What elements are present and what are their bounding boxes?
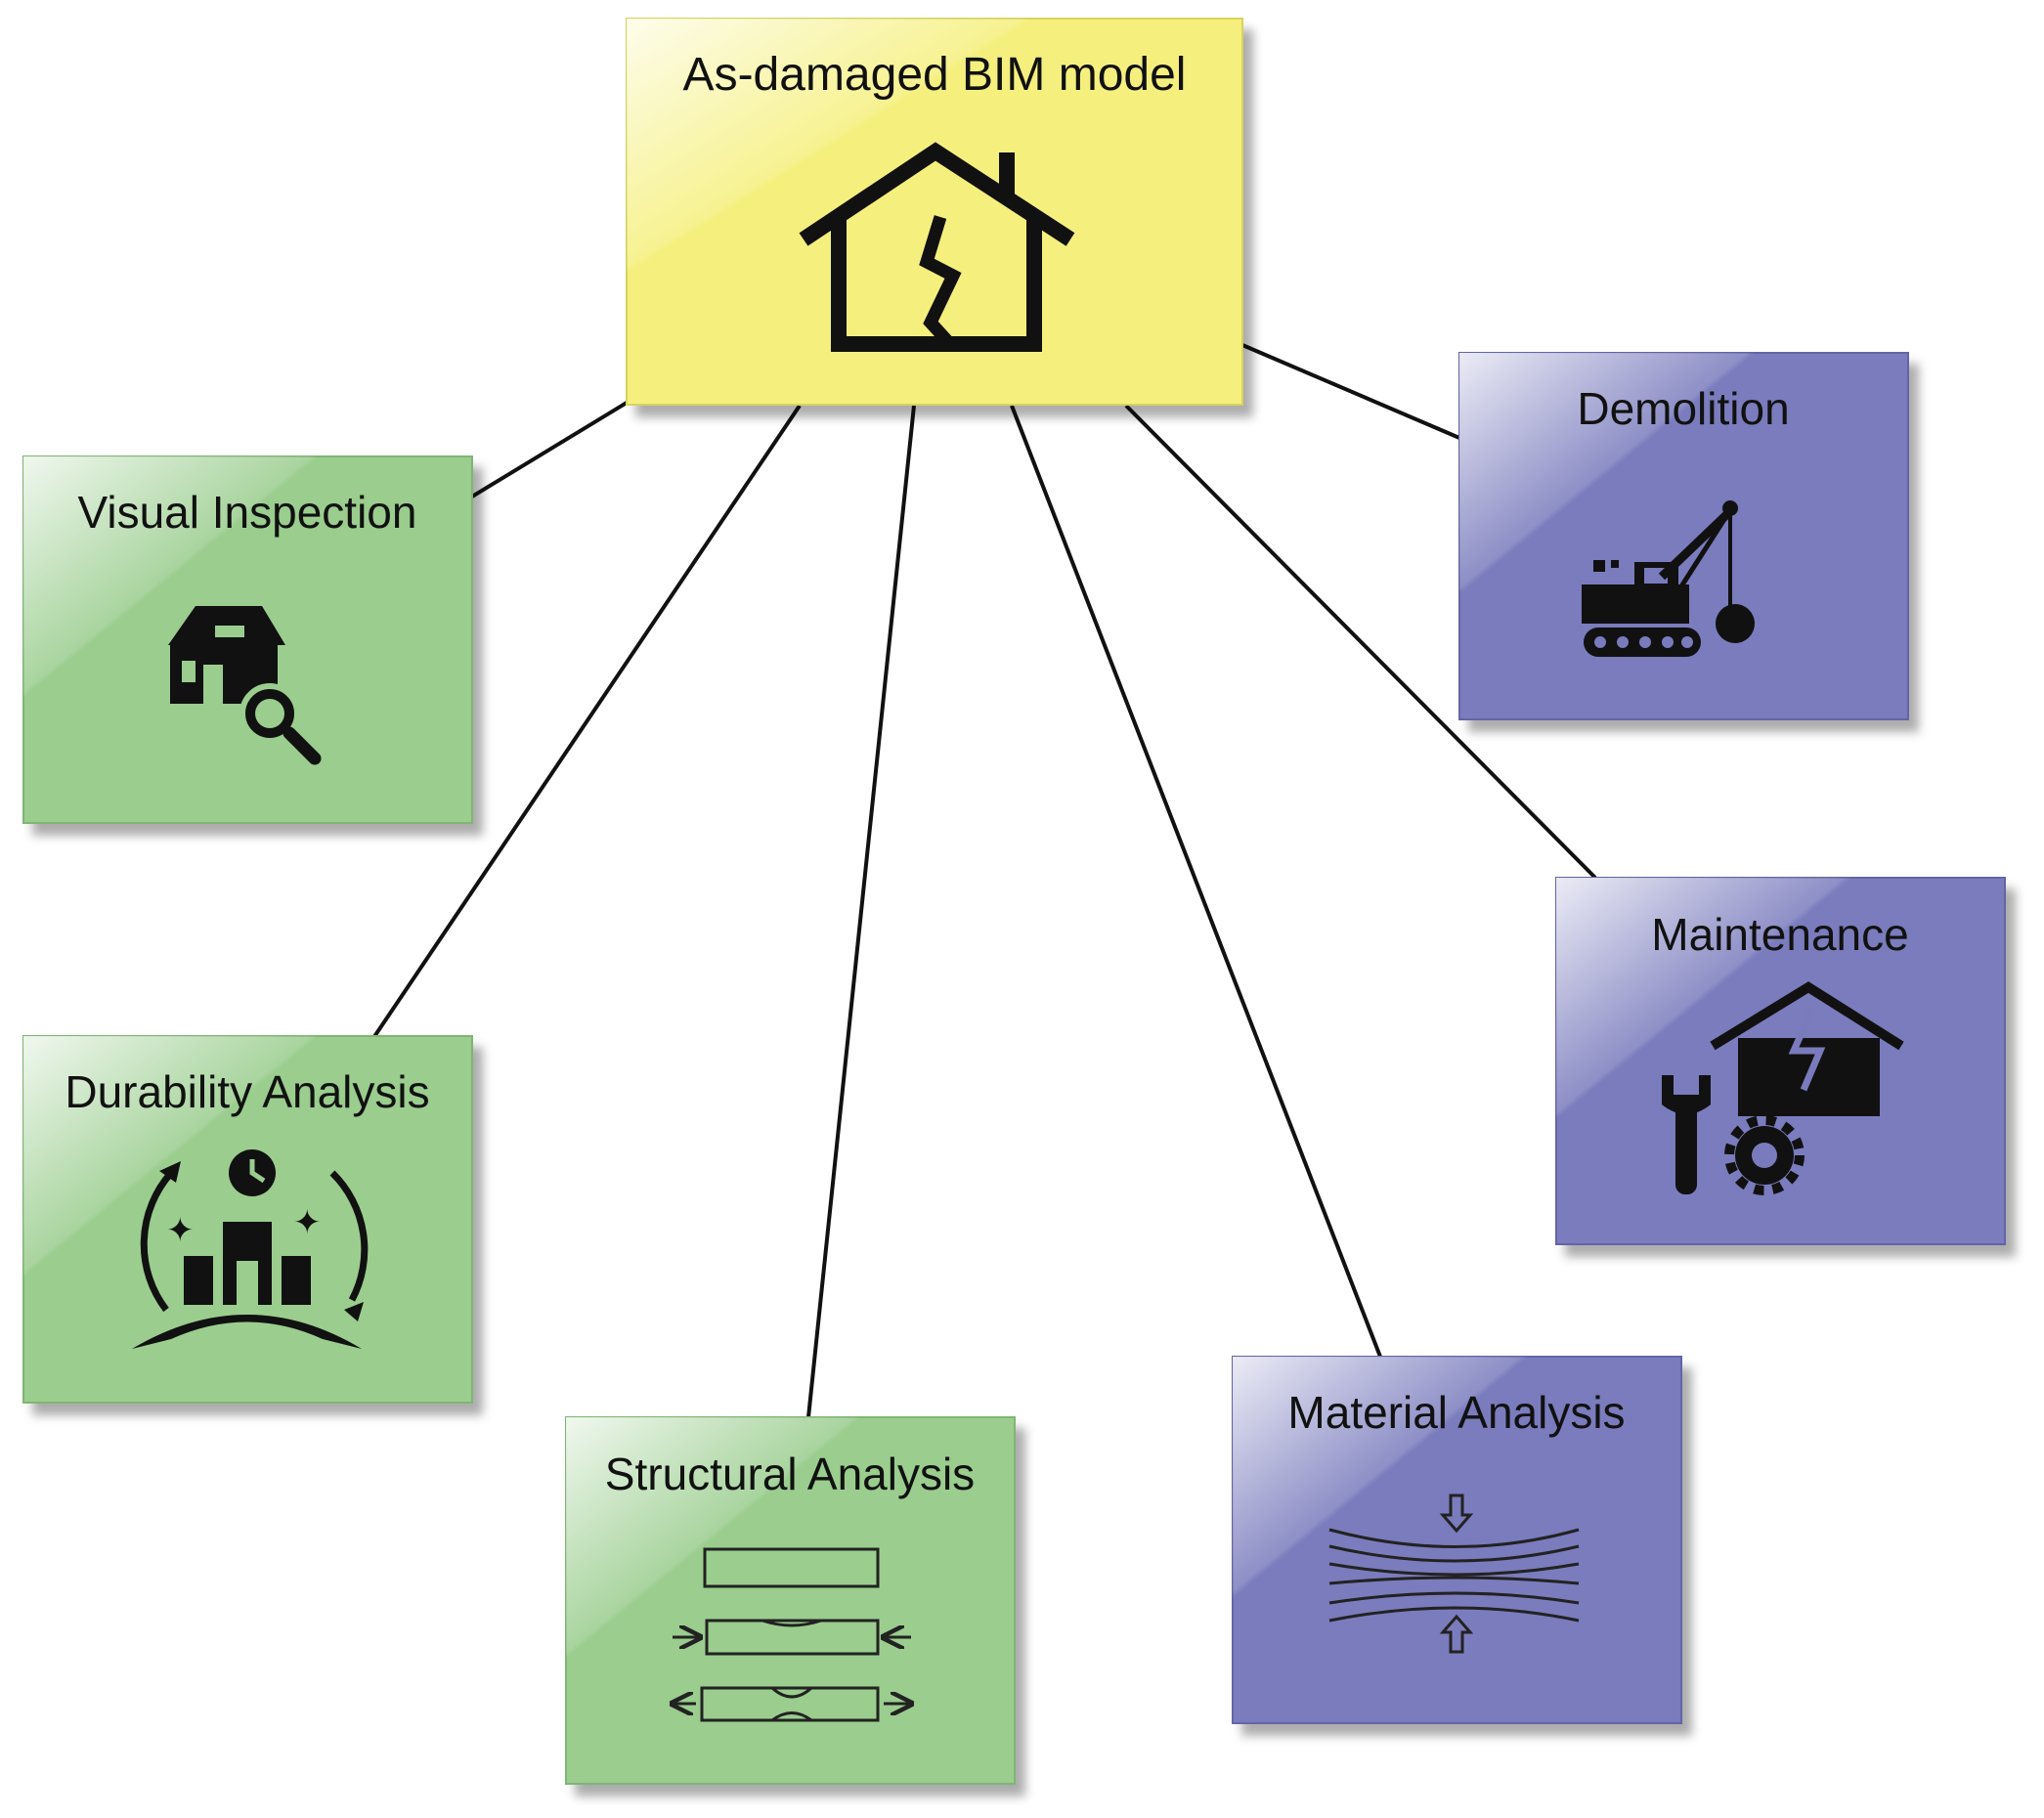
node-visual-inspection[interactable]: Visual Inspection [22, 455, 473, 824]
node-material-analysis[interactable]: Material Analysis [1232, 1356, 1682, 1724]
central-node[interactable]: As-damaged BIM model [626, 18, 1243, 406]
node-title: Demolition [1577, 383, 1789, 434]
node-title: Material Analysis [1287, 1387, 1625, 1438]
house-wrench-gear-icon [1662, 981, 1904, 1195]
damaged-house-icon [799, 142, 1075, 352]
connectors [371, 343, 1597, 1418]
node-title: Visual Inspection [78, 487, 417, 538]
svg-text:✦: ✦ [166, 1211, 195, 1250]
node-maintenance[interactable]: Maintenance [1555, 877, 2006, 1245]
compressed-layers-icon [1328, 1493, 1580, 1654]
connector-material-analysis [1010, 405, 1382, 1358]
node-title: Structural Analysis [605, 1449, 975, 1499]
node-durability-analysis[interactable]: Durability Analysis ✦ ✦ [22, 1035, 473, 1404]
connector-demolition [1241, 343, 1460, 440]
connector-durability-analysis [371, 404, 802, 1040]
central-title: As-damaged BIM model [683, 49, 1187, 101]
wrecking-crane-icon [1582, 500, 1755, 657]
house-magnifier-icon [168, 606, 322, 765]
node-structural-analysis[interactable]: Structural Analysis [565, 1416, 1016, 1785]
connector-visual-inspection [470, 401, 629, 498]
connector-structural-analysis [806, 405, 916, 1418]
beam-deformation-icon [673, 1547, 911, 1722]
svg-text:✦: ✦ [293, 1203, 322, 1242]
connector-maintenance [1124, 404, 1597, 880]
node-title: Durability Analysis [65, 1066, 429, 1117]
node-demolition[interactable]: Demolition [1458, 352, 1909, 720]
building-cycle-icon: ✦ ✦ [132, 1149, 369, 1349]
node-title: Maintenance [1651, 909, 1908, 960]
